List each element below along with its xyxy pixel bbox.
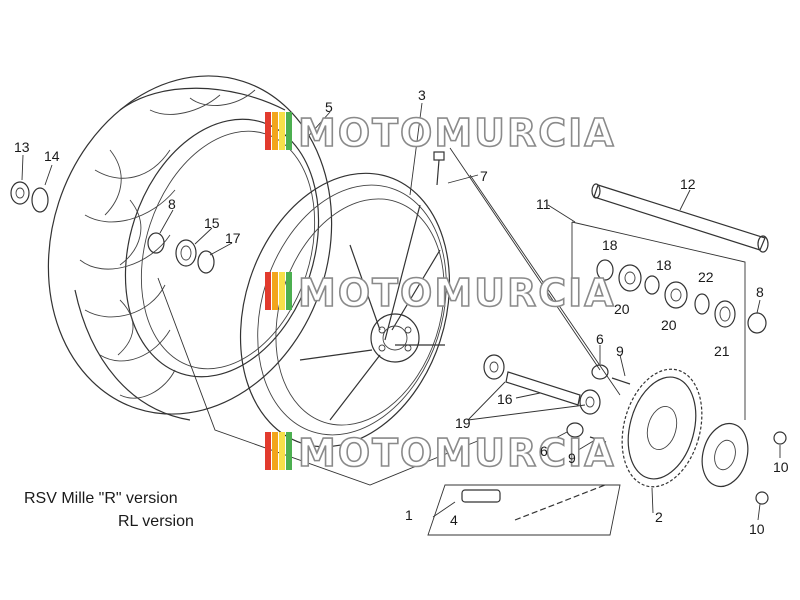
callout-19: 19 [455,415,471,431]
callout-6-a: 6 [596,331,604,347]
callout-2: 2 [655,509,663,525]
watermark-bottom: MOTOMURCIA [265,430,616,476]
watermark-stripe-3 [279,432,285,470]
callout-12: 12 [680,176,696,192]
valve-screw [433,151,445,186]
callout-numbers: 3 5 13 14 8 15 17 7 12 11 18 18 22 8 20 … [14,87,789,537]
watermark-stripe-3 [279,112,285,150]
callout-18-a: 18 [602,237,618,253]
callout-8-left: 8 [168,196,176,212]
drive-chain [427,484,621,536]
callout-4: 4 [450,512,458,528]
watermark-top: MOTOMURCIA [265,110,616,156]
watermark-stripe-2 [272,112,278,150]
caption-line-2: RL version [118,513,194,530]
sprocket-studs [566,364,631,443]
callout-20-b: 20 [661,317,677,333]
callout-7: 7 [480,168,488,184]
callout-11: 11 [536,196,551,212]
callout-leaders [21,102,781,521]
watermark-text: MOTOMURCIA [298,431,616,475]
callout-20-a: 20 [614,301,630,317]
watermark-stripe-2 [272,432,278,470]
sprocket-carrier [701,422,787,505]
callout-17: 17 [225,230,241,246]
callout-22: 22 [698,269,714,285]
callout-21: 21 [714,343,730,359]
callout-9-b: 9 [568,450,576,466]
callout-1: 1 [405,507,413,523]
watermark-stripe-4 [286,432,292,470]
watermark-stripe-4 [286,272,292,310]
callout-14: 14 [44,148,60,164]
callout-10-b: 10 [749,521,765,537]
watermark-stripe-1 [265,112,271,150]
caption-line-1: RSV Mille "R" version [24,490,178,507]
watermark-middle: MOTOMURCIA [265,270,616,316]
left-bearing-set [10,181,215,274]
callout-13: 13 [14,139,30,155]
watermark-stripe-1 [265,272,271,310]
tyre [47,75,333,421]
callout-15: 15 [204,215,220,231]
callout-9-a: 9 [616,343,624,359]
sprocket [621,368,703,488]
callout-8-right: 8 [756,284,764,300]
right-bearing-set [596,259,767,334]
callout-10-a: 10 [773,459,789,475]
watermark-text: MOTOMURCIA [298,111,616,155]
callout-6-b: 6 [540,443,548,459]
watermark-stripe-2 [272,272,278,310]
watermark-stripe-3 [279,272,285,310]
callout-16: 16 [497,391,513,407]
watermark-stripe-1 [265,432,271,470]
rear-axle [591,183,769,253]
watermark-text: MOTOMURCIA [298,271,616,315]
watermark-stripe-4 [286,112,292,150]
callout-5: 5 [325,99,333,115]
spacer-tube [483,354,601,415]
assembly-frame-lines [157,147,746,486]
callout-18-b: 18 [656,257,672,273]
callout-3: 3 [418,87,426,103]
